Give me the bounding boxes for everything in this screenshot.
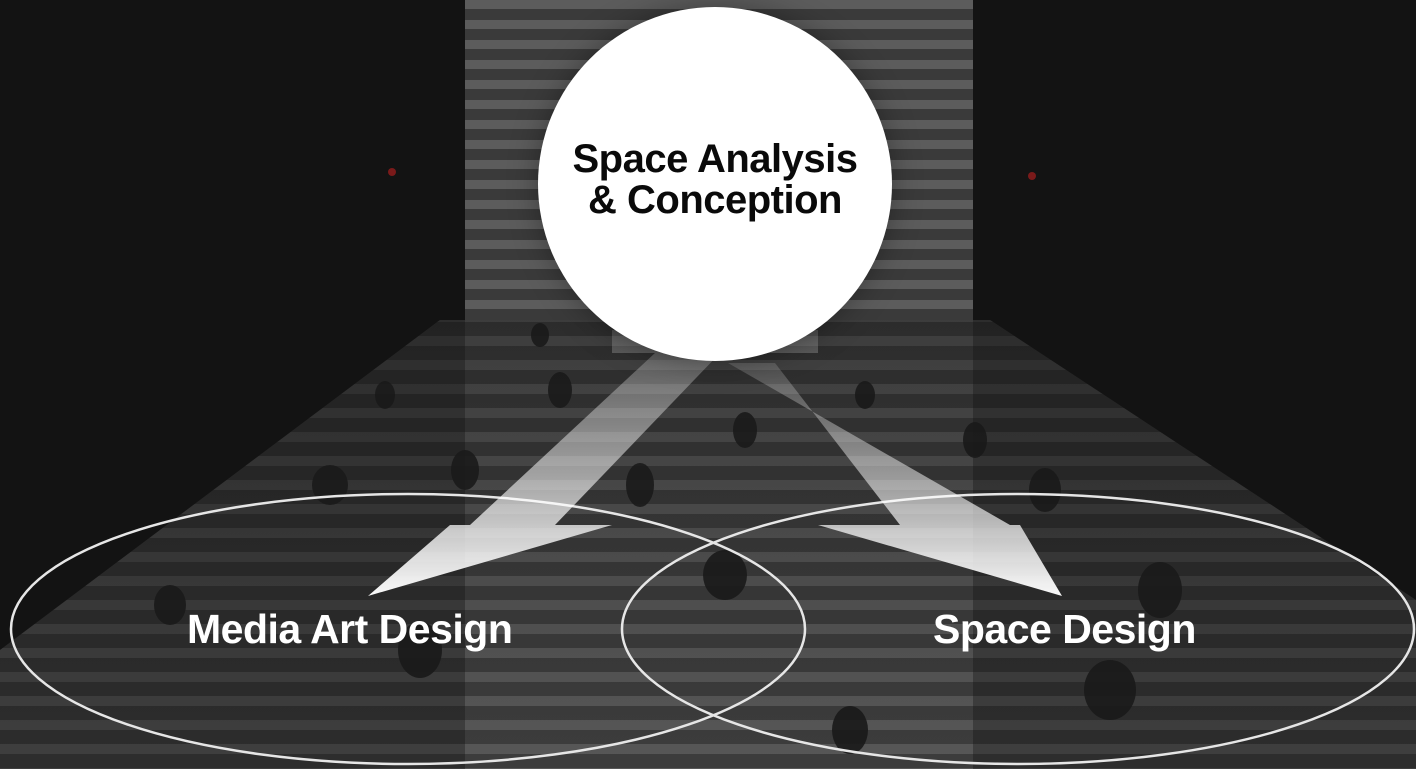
right-node-label: Space Design — [933, 606, 1196, 652]
top-node-circle: Space Analysis & Conception — [538, 7, 892, 361]
top-node-label: Space Analysis & Conception — [572, 137, 858, 222]
left-arrow — [368, 330, 818, 596]
left-ellipse — [9, 492, 807, 766]
right-arrow — [728, 363, 1062, 596]
left-node-label: Media Art Design — [187, 606, 513, 652]
right-ellipse — [620, 492, 1416, 766]
